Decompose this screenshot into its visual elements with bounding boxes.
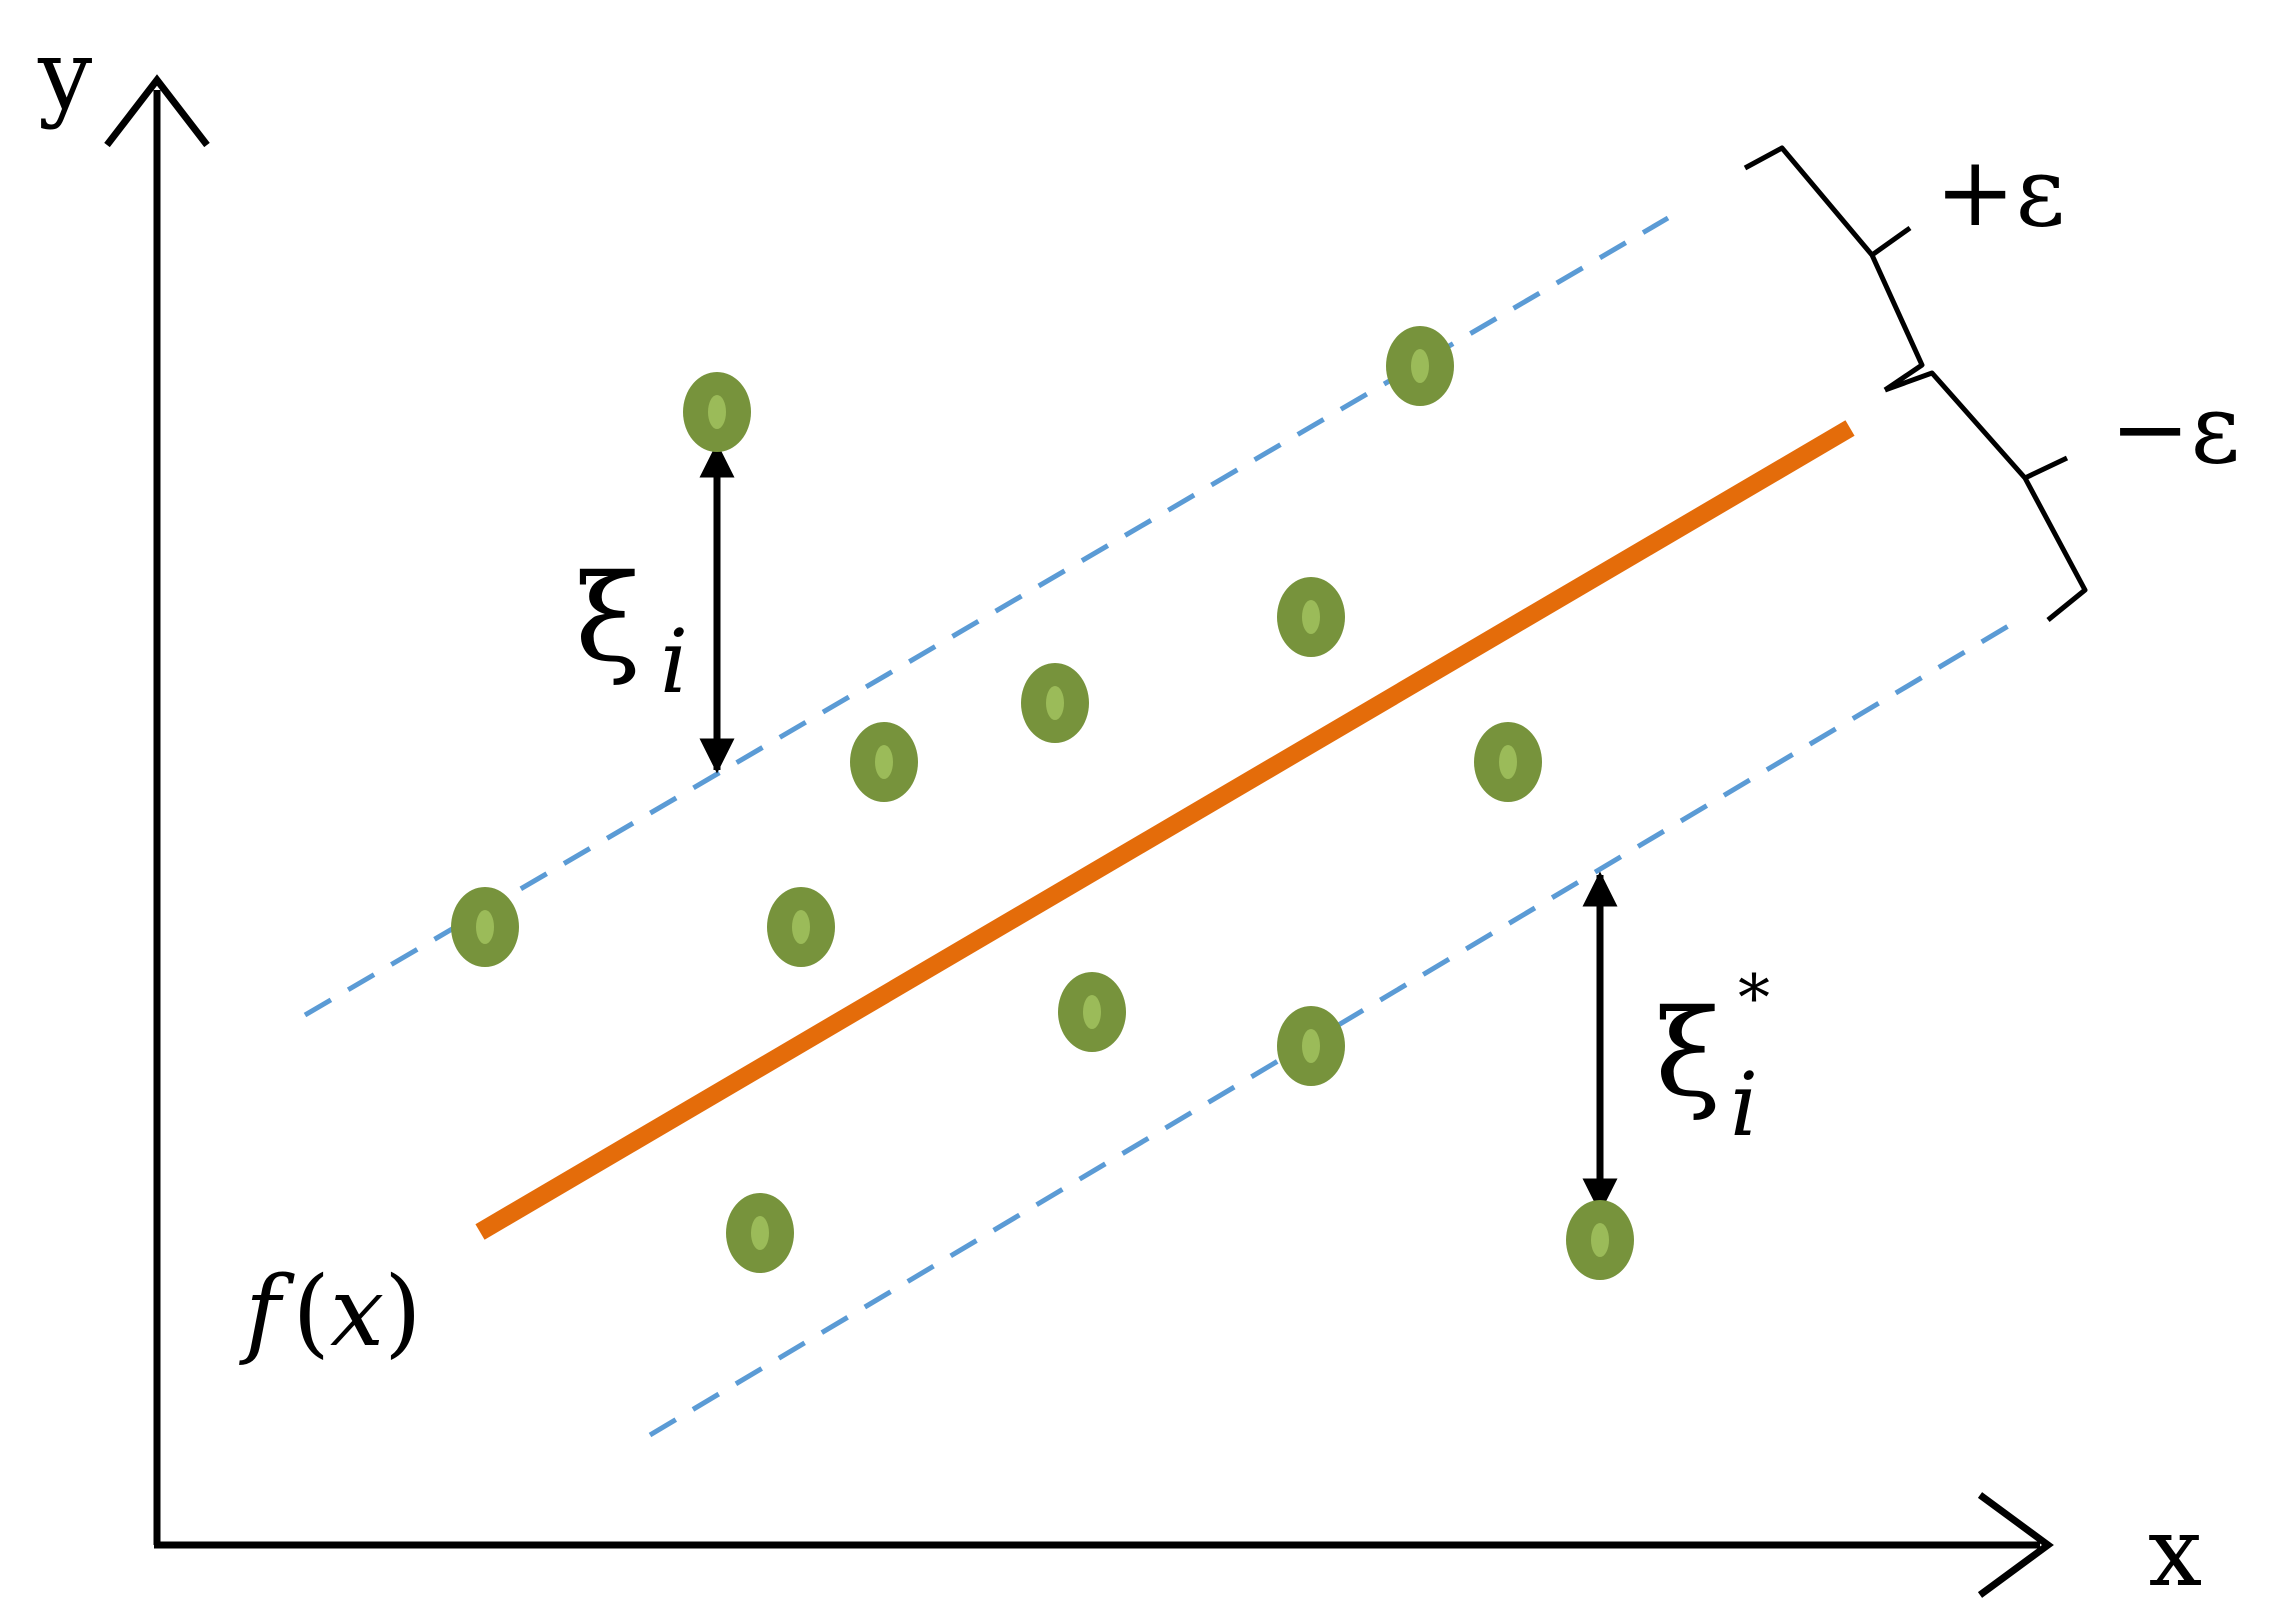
regression-label-close: ) [384, 1256, 421, 1368]
minus-epsilon-brace-icon [1884, 370, 2088, 622]
regression-label: f(x) [239, 1256, 422, 1368]
upper-slack-symbol: ξ [575, 550, 641, 689]
lower-slack-superscript: * [1738, 962, 1770, 1036]
plus-epsilon-label: +ε [1935, 136, 2065, 248]
data-point [726, 1193, 794, 1273]
axes [104, 74, 2054, 1598]
y-axis-label: y [37, 19, 92, 131]
upper-margin-line [303, 215, 1670, 1018]
data-point [683, 372, 751, 452]
data-points [451, 326, 1634, 1280]
data-point [451, 887, 519, 967]
upper-slack-subscript: i [660, 610, 688, 713]
slack-arrows [699, 442, 1618, 1214]
y-axis-arrowhead-icon [104, 74, 210, 148]
data-point [1474, 722, 1542, 802]
data-point [1058, 972, 1126, 1052]
x-axis-label: x [2148, 1496, 2202, 1608]
lower-slack-symbol: ξ [1655, 985, 1721, 1124]
data-point [1021, 663, 1089, 743]
minus-epsilon-label: −ε [2110, 373, 2240, 485]
data-point [1277, 1006, 1345, 1086]
data-point [1277, 577, 1345, 657]
plus-epsilon-brace-icon [1743, 145, 1925, 393]
regression-label-var: x [330, 1256, 384, 1368]
regression-line [475, 420, 1855, 1240]
lower-slack-subscript: i [1730, 1053, 1758, 1156]
regression-label-open: ( [293, 1256, 330, 1368]
lower-slack-label: ξ * i [1655, 962, 1775, 1156]
data-point [767, 887, 835, 967]
upper-slack-label: ξ i [575, 550, 688, 713]
lower-margin-line [648, 622, 2012, 1438]
data-point [850, 722, 918, 802]
data-point [1386, 326, 1454, 406]
regression-label-func: f [239, 1256, 295, 1368]
epsilon-braces [1743, 145, 2088, 622]
x-axis-arrowhead-icon [1977, 1492, 2054, 1598]
data-point [1566, 1200, 1634, 1280]
